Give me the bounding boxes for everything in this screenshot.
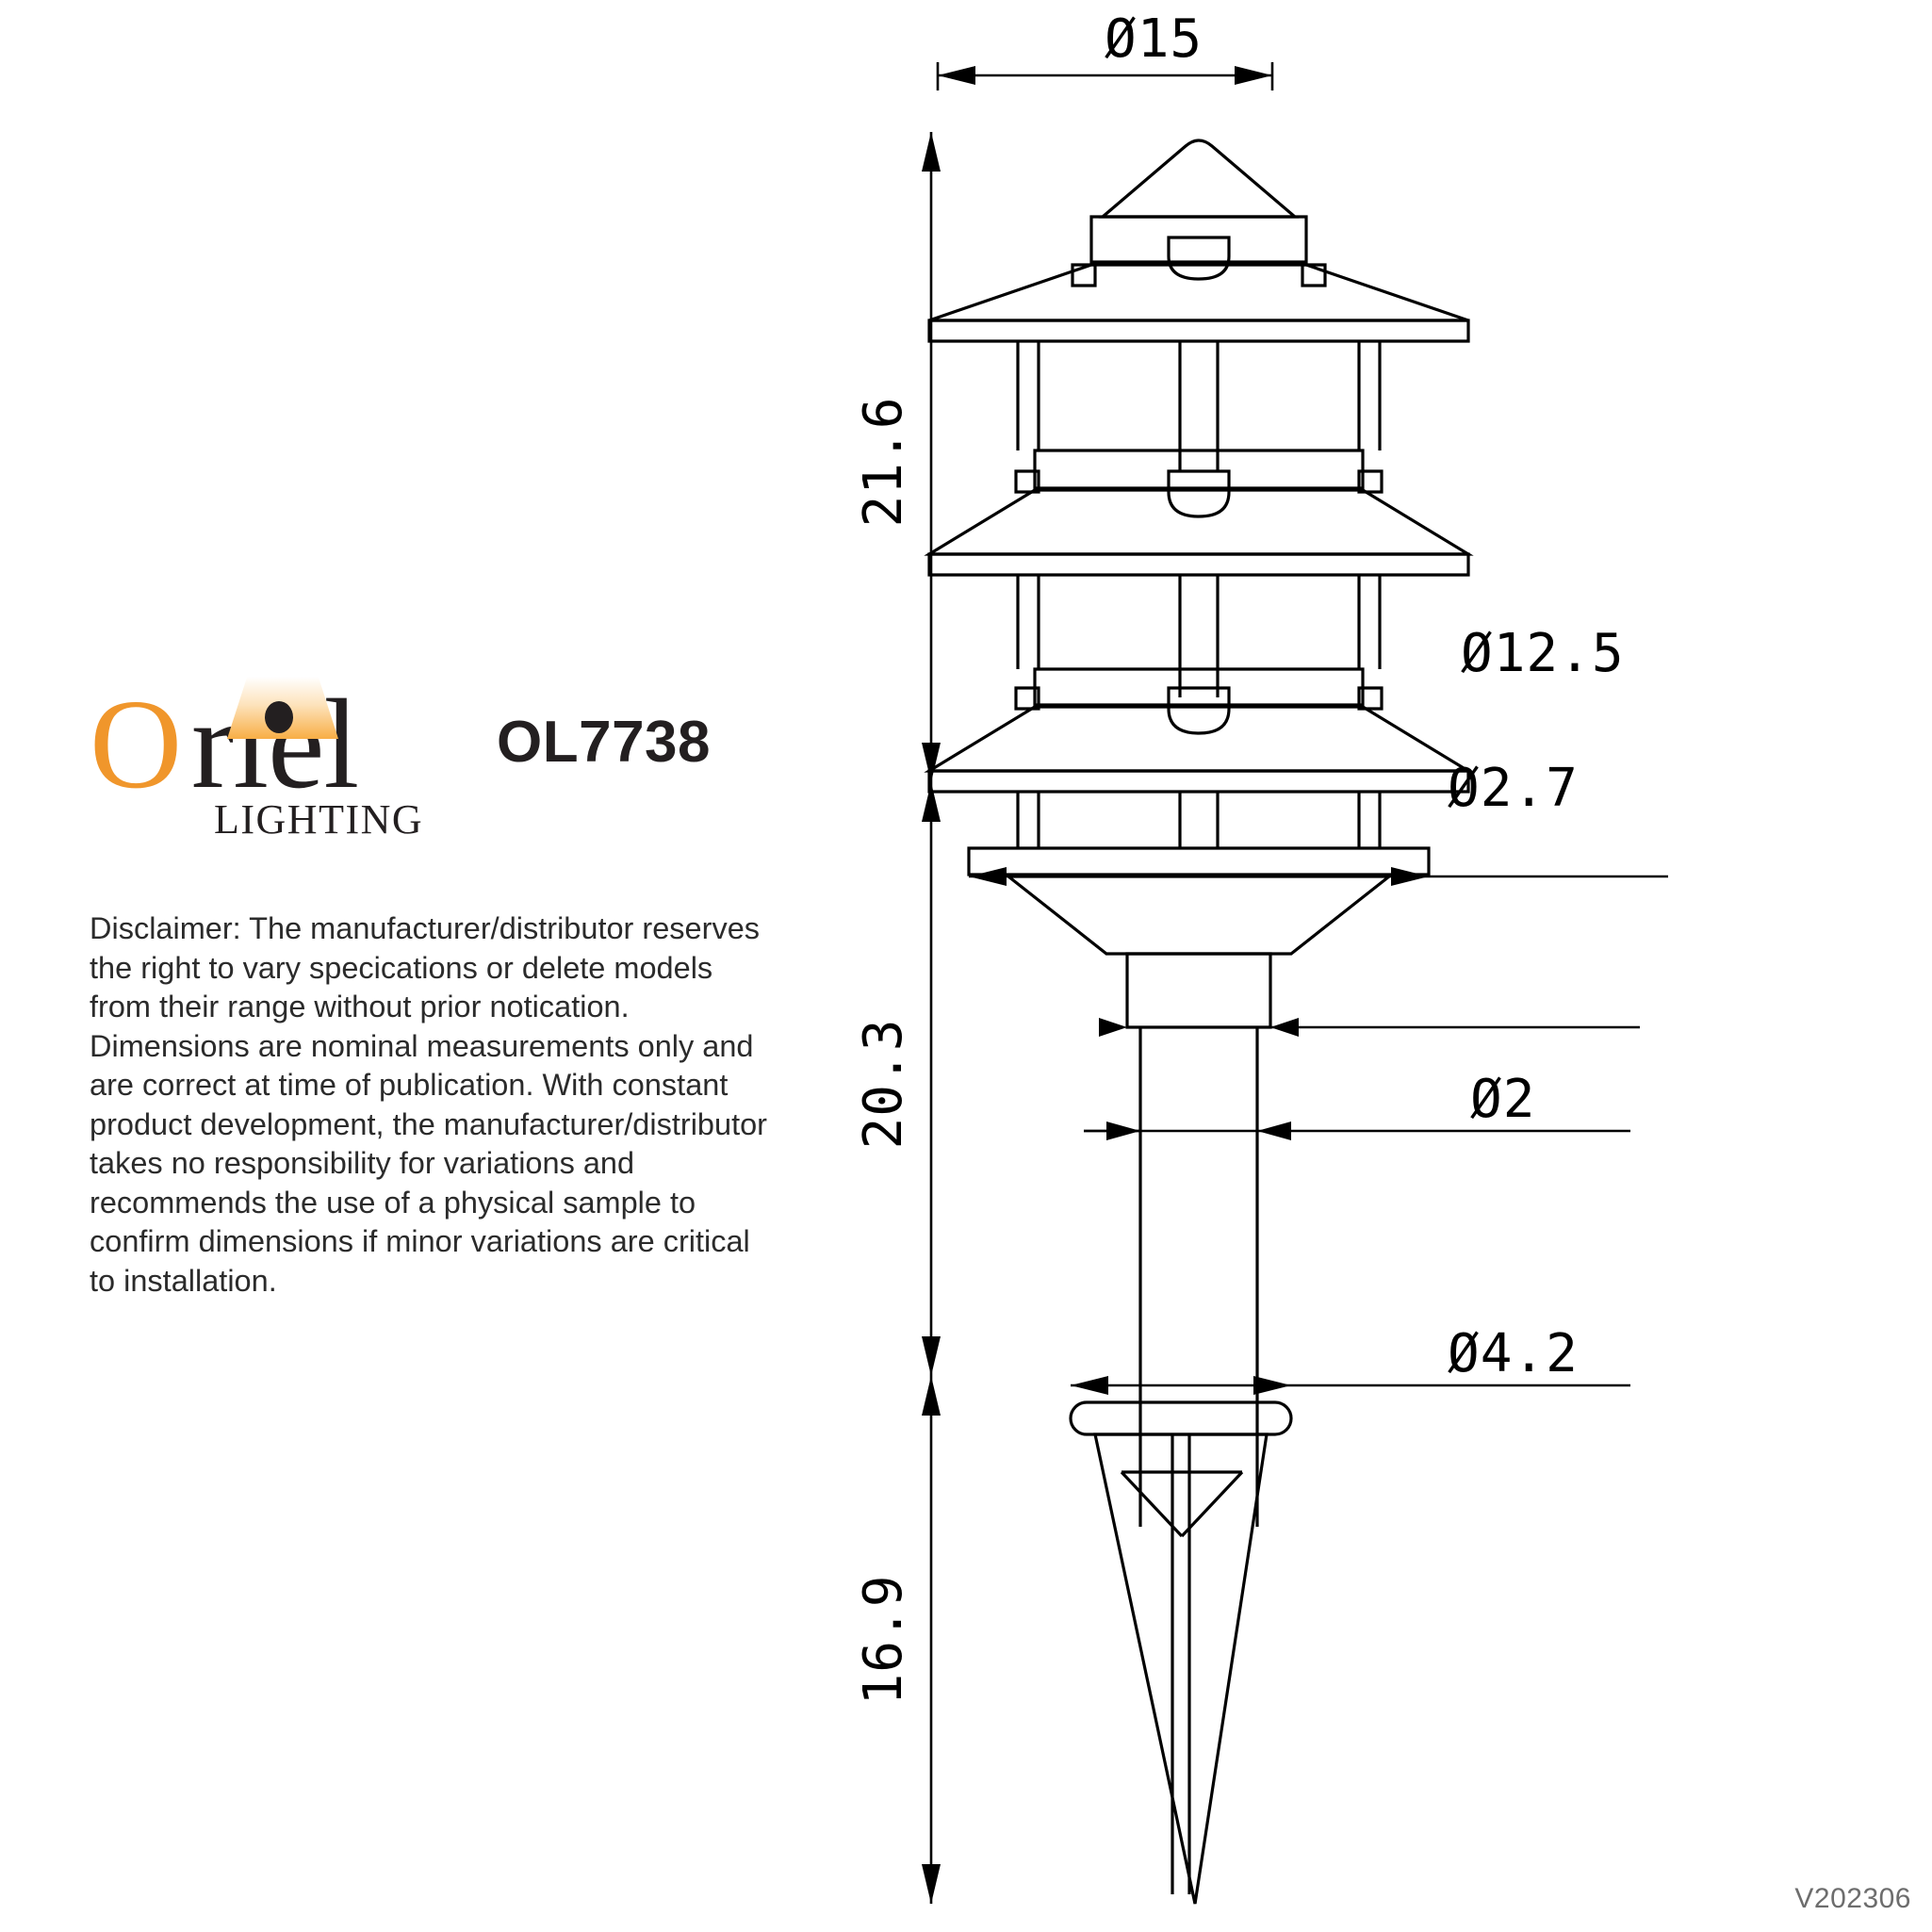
- lamp-tier-1-brim: [927, 263, 1470, 343]
- dim-stem-height: [922, 782, 941, 1376]
- dim-base-diameter: [969, 867, 1668, 886]
- model-number: OL7738: [497, 710, 712, 775]
- dim-label-stem-diameter: Ø2: [1470, 1069, 1535, 1130]
- dim-label-head-height: 21.6: [853, 397, 914, 528]
- lamp-base-columns: [1016, 792, 1382, 848]
- lamp-knob-2: [1167, 469, 1231, 518]
- lamp-bulb-icon: [265, 701, 293, 733]
- lamp-columns-lower: [1016, 575, 1382, 697]
- lamp-tier-3-brim: [924, 705, 1474, 794]
- lamp-tier-2-plate: [1014, 449, 1384, 494]
- dim-label-shade-diameter: Ø15: [1105, 8, 1203, 70]
- lamp-cone-neck: [1004, 875, 1394, 1029]
- logo-letter-o: O: [90, 674, 182, 815]
- dim-label-stem-height: 20.3: [853, 1019, 914, 1150]
- version-code: V202306: [1794, 1883, 1911, 1914]
- oriel-logo: O riel LIGHTING: [90, 660, 448, 843]
- disclaimer-text: Disclaimer: The manufacturer/distributor…: [90, 911, 767, 1298]
- dim-head-height: [922, 132, 941, 782]
- lamp-tier-2-brim: [924, 488, 1474, 577]
- info-panel: O riel LIGHTING OL7738 Disclaimer: The m…: [0, 0, 848, 1932]
- dim-spike-height: [922, 1376, 941, 1904]
- lamp-knob-1: [1167, 236, 1231, 281]
- brand-block: O riel LIGHTING OL7738: [90, 660, 806, 848]
- dim-spike-collar-diameter: [1071, 1376, 1630, 1395]
- lamp-base-collar: [967, 846, 1431, 876]
- dim-label-spike-height: 16.9: [853, 1575, 914, 1706]
- dim-neck-diameter: [1099, 1018, 1640, 1037]
- lamp-tier-3-plate: [1014, 667, 1384, 711]
- technical-drawing: Ø15 21.6 Ø12.5 Ø2.7 20.3 Ø2 Ø4.2 16.9 V2…: [848, 0, 1932, 1932]
- lamp-knob-3: [1167, 686, 1231, 735]
- drawing-canvas: Ø15 21.6 Ø12.5 Ø2.7 20.3 Ø2 Ø4.2 16.9: [853, 8, 1668, 1905]
- dim-shade-diameter: [936, 62, 1274, 90]
- dim-stem-diameter: [1084, 1122, 1630, 1140]
- logo-tagline: LIGHTING: [214, 796, 424, 843]
- lamp-top-cap: [1089, 139, 1308, 264]
- dim-label-base-diameter: Ø12.5: [1461, 623, 1625, 684]
- dim-label-spike-collar-diameter: Ø4.2: [1448, 1323, 1579, 1384]
- dim-label-neck-diameter: Ø2.7: [1448, 758, 1579, 819]
- lamp-stem: [1138, 1027, 1259, 1527]
- ground-spike: [1069, 1400, 1293, 1905]
